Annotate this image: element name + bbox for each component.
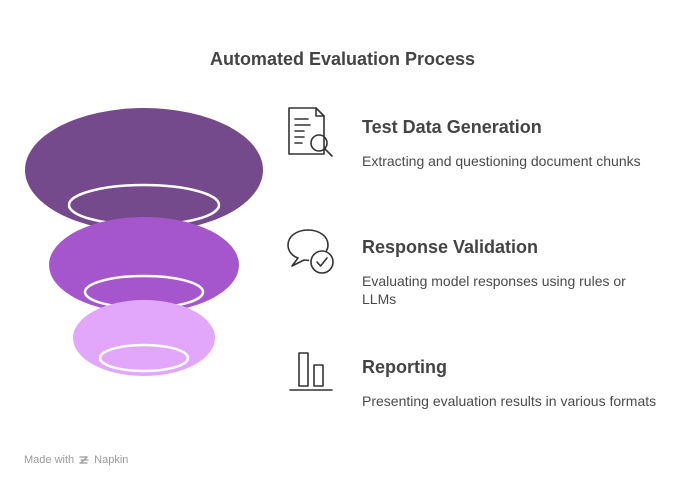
funnel-layer-response-validation — [49, 217, 239, 313]
step-title: Response Validation — [362, 237, 539, 257]
step-description: Evaluating model responses using rules o… — [362, 273, 626, 307]
step-title: Test Data Generation — [362, 117, 542, 137]
funnel-layer-reporting — [73, 300, 215, 376]
document-search-icon — [288, 107, 333, 157]
chat-check-icon — [287, 229, 334, 274]
napkin-brand-label: Napkin — [94, 454, 129, 466]
page-title: Automated Evaluation Process — [209, 49, 476, 69]
made-with-label: Made with — [24, 454, 75, 466]
funnel-diagram — [25, 108, 263, 376]
step-reporting: Reporting Presenting evaluation results … — [286, 346, 666, 436]
step-description: Presenting evaluation results in various… — [362, 393, 657, 409]
step-response-validation: Response Validation Evaluating model res… — [286, 226, 666, 316]
bar-chart-icon — [289, 352, 333, 391]
funnel-layer-test-data-generation — [25, 108, 263, 232]
step-test-data-generation: Test Data Generation Extracting and ques… — [286, 106, 666, 196]
step-title: Reporting — [362, 357, 447, 377]
napkin-logo-icon — [79, 456, 89, 464]
made-with-napkin-badge[interactable]: Made with Napkin — [24, 454, 128, 466]
step-description: Extracting and questioning document chun… — [362, 153, 641, 169]
